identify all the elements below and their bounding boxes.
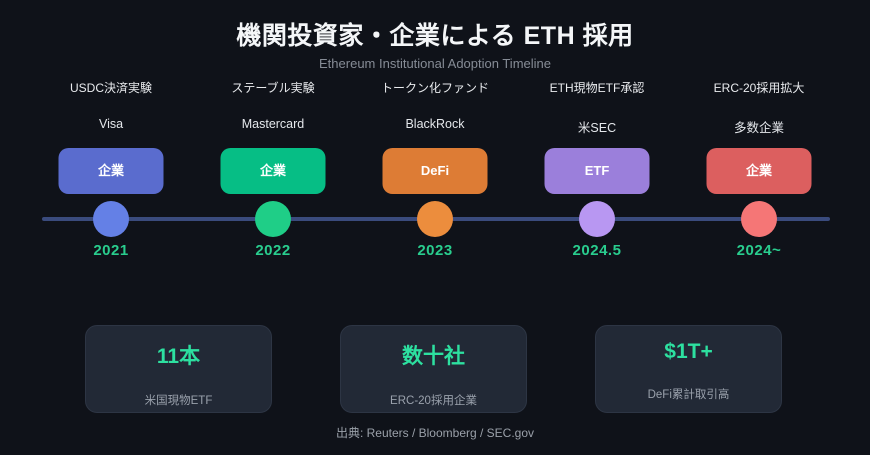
timeline-item-2023: トークン化ファンド BlackRock DeFi 2023 bbox=[354, 76, 516, 271]
company-label: Visa bbox=[98, 117, 124, 131]
timeline-dot bbox=[93, 201, 129, 237]
timeline-dot bbox=[255, 201, 291, 237]
stat-label: ERC-20採用企業 bbox=[390, 395, 477, 407]
category-badge: 企業 bbox=[706, 148, 812, 194]
stats-row: 11本 米国現物ETF 数十社 ERC-20採用企業 $1T+ DeFi累計取引… bbox=[85, 325, 782, 413]
category-badge: DeFi bbox=[382, 148, 488, 194]
year-label: 2024.5 bbox=[572, 242, 622, 259]
timeline-item-2024-onward: ERC-20採用拡大 多数企業 企業 2024~ bbox=[678, 76, 840, 271]
event-label: ステーブル実験 bbox=[231, 81, 315, 95]
timeline-dot bbox=[417, 201, 453, 237]
source-attribution: 出典: Reuters / Bloomberg / SEC.gov bbox=[335, 426, 535, 440]
timeline-item-2024-5: ETH現物ETF承認 米SEC ETF 2024.5 bbox=[516, 76, 678, 271]
stat-card-defi-volume: $1T+ DeFi累計取引高 bbox=[595, 325, 782, 413]
event-label: トークン化ファンド bbox=[380, 81, 489, 95]
stat-label: DeFi累計取引高 bbox=[647, 389, 730, 401]
company-label: BlackRock bbox=[405, 117, 465, 131]
year-label: 2023 bbox=[417, 242, 453, 259]
timeline-item-2021: USDC決済実験 Visa 企業 2021 bbox=[30, 76, 192, 271]
year-label: 2022 bbox=[255, 242, 291, 259]
company-label: 多数企業 bbox=[733, 121, 784, 135]
timeline-item-2022: ステーブル実験 Mastercard 企業 2022 bbox=[192, 76, 354, 271]
category-badge: 企業 bbox=[58, 148, 164, 194]
stat-card-erc20-companies: 数十社 ERC-20採用企業 bbox=[340, 325, 527, 413]
timeline-columns: USDC決済実験 Visa 企業 2021 ステーブル実験 Mastercard… bbox=[30, 76, 840, 271]
timeline-dot bbox=[579, 201, 615, 237]
page-subtitle: Ethereum Institutional Adoption Timeline bbox=[319, 56, 551, 71]
year-label: 2021 bbox=[93, 242, 129, 259]
event-label: ERC-20採用拡大 bbox=[713, 81, 805, 95]
page-title: 機関投資家・企業による ETH 採用 bbox=[236, 22, 634, 50]
year-label: 2024~ bbox=[736, 242, 782, 259]
company-label: 米SEC bbox=[577, 121, 617, 135]
stat-value: 数十社 bbox=[402, 345, 465, 368]
stat-card-etf-count: 11本 米国現物ETF bbox=[85, 325, 272, 413]
stat-value: $1T+ bbox=[664, 340, 713, 363]
event-label: USDC決済実験 bbox=[69, 81, 152, 95]
category-badge: 企業 bbox=[220, 148, 326, 194]
category-badge: ETF bbox=[544, 148, 650, 194]
company-label: Mastercard bbox=[241, 117, 305, 131]
stat-label: 米国現物ETF bbox=[144, 395, 213, 407]
timeline-dot bbox=[741, 201, 777, 237]
event-label: ETH現物ETF承認 bbox=[549, 81, 645, 95]
stat-value: 11本 bbox=[156, 345, 201, 368]
